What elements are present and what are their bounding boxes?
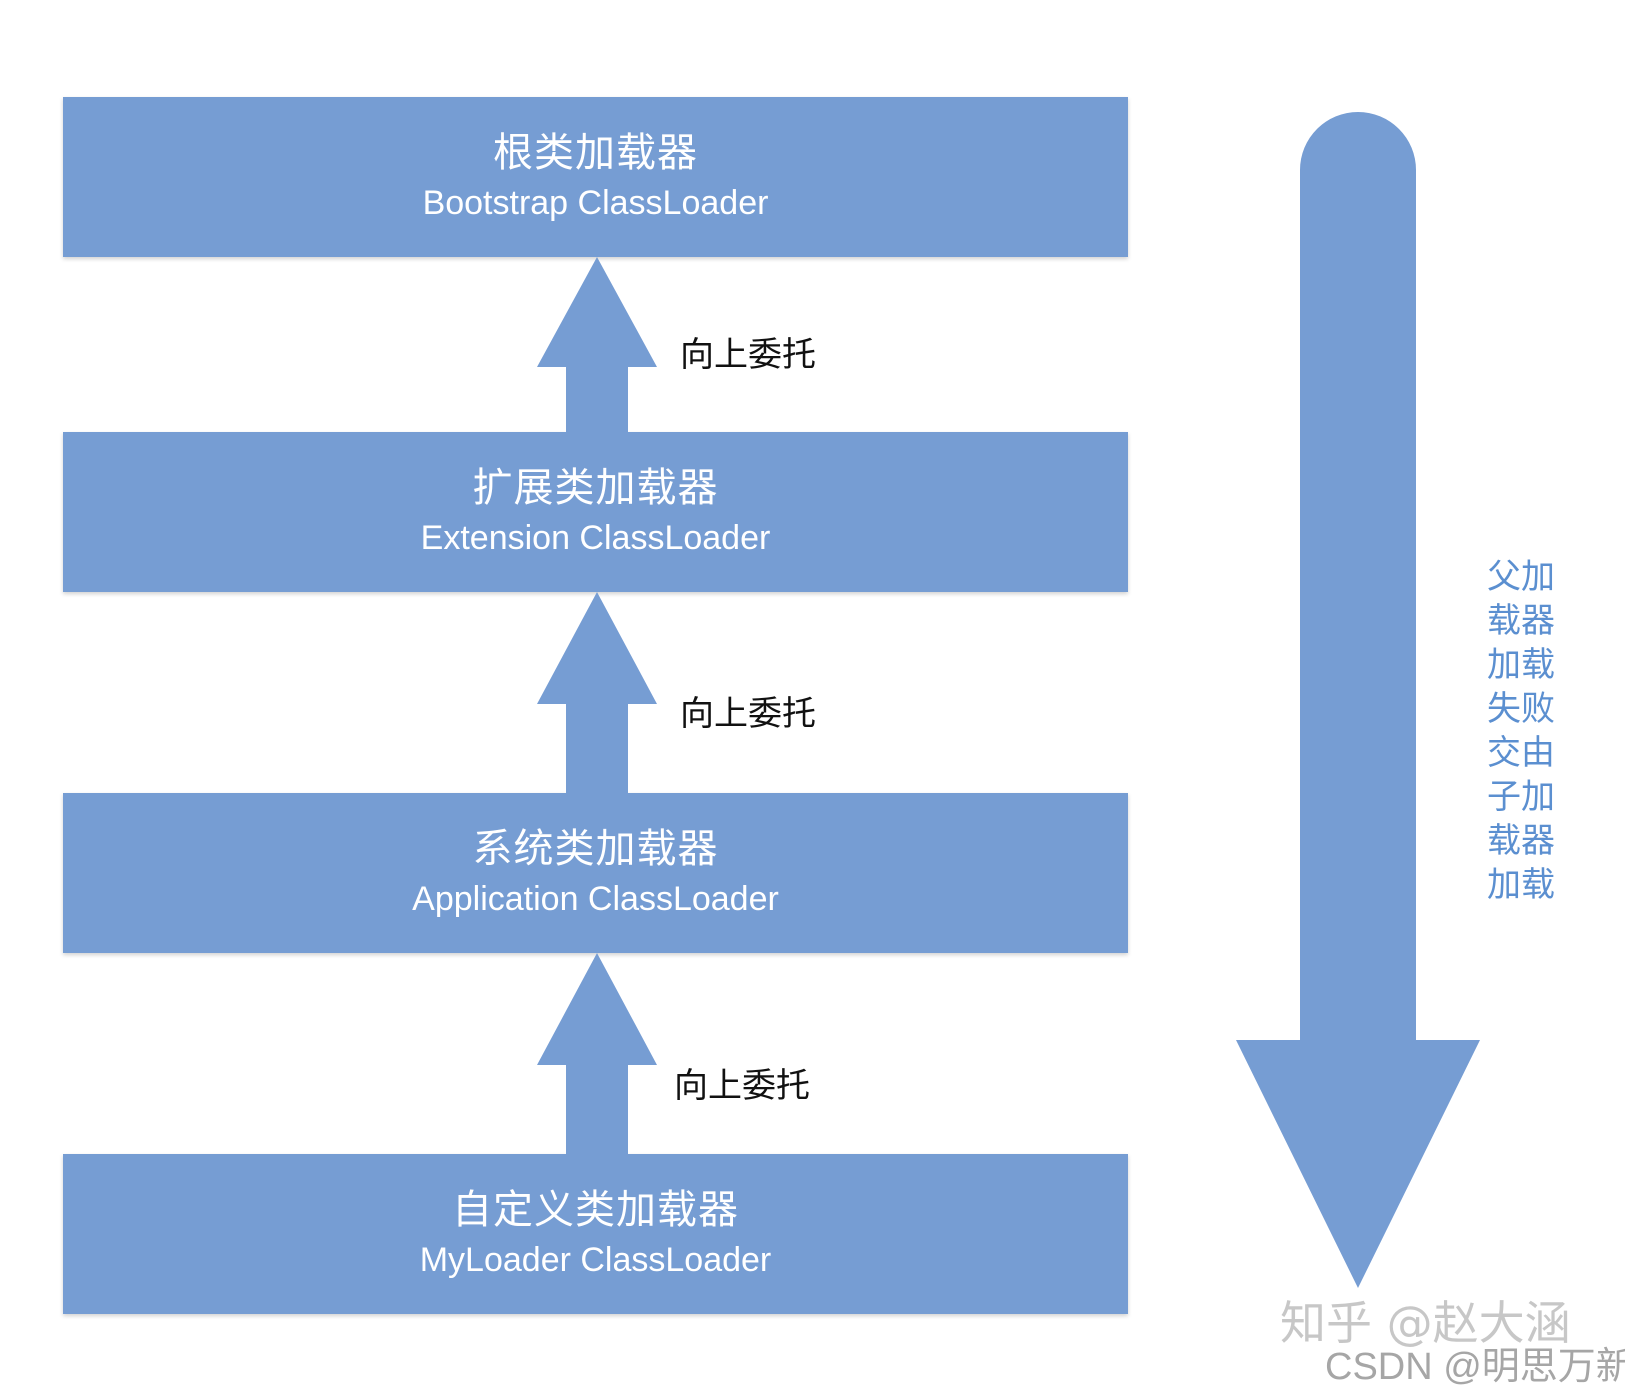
zhihu-watermark: 知乎 @赵大涵 — [1280, 1296, 1571, 1350]
application-classloader-en: Application ClassLoader — [412, 880, 779, 918]
fallback-label-line: 失败 — [1487, 689, 1555, 729]
bootstrap-classloader-en: Bootstrap ClassLoader — [422, 184, 769, 222]
fallback-label-line: 载器 — [1487, 821, 1555, 861]
up-arrow-icon — [537, 257, 657, 432]
fallback-label: 父加 载器 加载 失败 交由 子加 载器 加载 — [1487, 555, 1567, 907]
application-classloader-cn: 系统类加载器 — [472, 826, 719, 872]
delegate-label-1: 向上委托 — [680, 335, 816, 375]
bootstrap-classloader-cn: 根类加载器 — [493, 130, 698, 176]
extension-classloader-cn: 扩展类加载器 — [472, 465, 719, 511]
csdn-watermark: CSDN @明思万新 — [1325, 1346, 1625, 1388]
fallback-label-line: 加载 — [1487, 645, 1555, 685]
fallback-label-line: 载器 — [1487, 601, 1555, 641]
up-arrow-icon — [537, 953, 657, 1154]
up-arrow-3 — [537, 953, 657, 1154]
custom-classloader-cn: 自定义类加载器 — [452, 1187, 739, 1233]
extension-classloader-box: 扩展类加载器 Extension ClassLoader — [63, 432, 1128, 592]
up-arrow-icon — [537, 592, 657, 793]
delegate-label-3: 向上委托 — [674, 1066, 810, 1106]
bootstrap-classloader-box: 根类加载器 Bootstrap ClassLoader — [63, 97, 1128, 257]
custom-classloader-en: MyLoader ClassLoader — [419, 1241, 772, 1279]
fallback-label-line: 加载 — [1487, 865, 1555, 905]
application-classloader-box: 系统类加载器 Application ClassLoader — [63, 793, 1128, 953]
fallback-label-line: 父加 — [1487, 557, 1555, 597]
up-arrow-1 — [537, 257, 657, 432]
fallback-label-line: 交由 — [1487, 733, 1555, 773]
custom-classloader-box: 自定义类加载器 MyLoader ClassLoader — [63, 1154, 1128, 1314]
fallback-label-line: 子加 — [1487, 777, 1555, 817]
extension-classloader-en: Extension ClassLoader — [420, 519, 771, 557]
down-arrow — [1234, 110, 1482, 1294]
up-arrow-2 — [537, 592, 657, 793]
delegate-label-2: 向上委托 — [680, 694, 816, 734]
down-arrow-icon — [1236, 112, 1480, 1288]
